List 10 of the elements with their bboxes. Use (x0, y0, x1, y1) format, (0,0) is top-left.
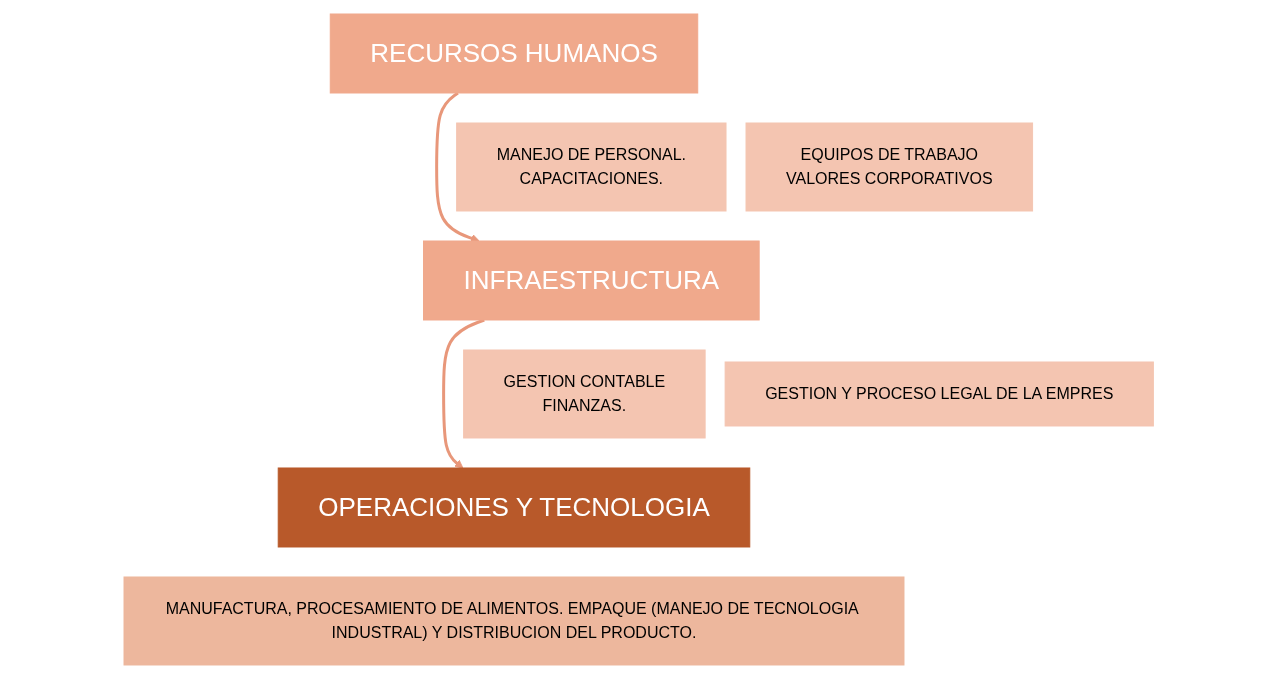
node-box: GESTION CONTABLE FINANZAS. (462, 349, 706, 438)
node-box: RECURSOS HUMANOS (329, 13, 699, 93)
node-box: INFRAESTRUCTURA (422, 240, 760, 320)
arrow (434, 91, 480, 242)
node-box: GESTION Y PROCESO LEGAL DE LA EMPRES (724, 361, 1154, 426)
node-box: MANUFACTURA, PROCESAMIENTO DE ALIMENTOS. EMPAQUE (MANEJO DE TECNOLOGIA INDUSTRAL) Y DISTRIBUCION DEL PRODUCTO. (123, 576, 905, 665)
node-box: MANEJO DE PERSONAL. CAPACITACIONES. (455, 122, 727, 211)
arrow (441, 318, 485, 468)
node-box: EQUIPOS DE TRABAJO VALORES CORPORATIVOS (745, 122, 1033, 211)
node-box: OPERACIONES Y TECNOLOGIA (277, 467, 751, 547)
